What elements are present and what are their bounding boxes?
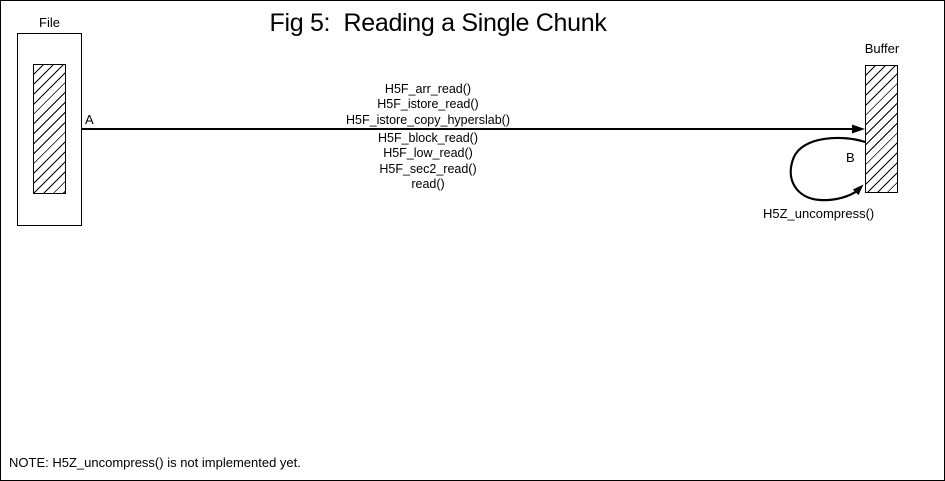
call-stack-below-arrow: H5F_block_read() H5F_low_read() H5F_sec2… <box>278 131 578 193</box>
call-stack-above-arrow: H5F_arr_read() H5F_istore_read() H5F_ist… <box>278 82 578 128</box>
loop-arrowhead-icon <box>852 184 864 196</box>
figure-title: Fig 5: Reading a Single Chunk <box>269 9 607 37</box>
call-label: H5F_istore_copy_hyperslab() <box>346 112 510 127</box>
call-label: H5F_sec2_read() <box>379 161 477 176</box>
call-label: H5F_arr_read() <box>384 82 472 96</box>
call-label: H5F_low_read() <box>383 146 473 161</box>
file-chunk-hatch <box>33 64 66 194</box>
uncompress-call-label: H5Z_uncompress() <box>763 206 875 221</box>
file-label: File <box>39 15 60 30</box>
point-a-label: A <box>85 112 94 127</box>
main-arrowhead-icon <box>852 124 865 134</box>
call-label: read() <box>411 177 445 192</box>
call-label: H5F_istore_read() <box>377 97 479 112</box>
figure-note: NOTE: H5Z_uncompress() is not implemente… <box>9 455 301 470</box>
buffer-label: Buffer <box>864 41 900 56</box>
buffer-box <box>865 65 898 193</box>
point-b-label: B <box>846 150 855 165</box>
call-label: H5F_block_read() <box>377 131 479 145</box>
loop-arrow-path <box>789 136 866 202</box>
